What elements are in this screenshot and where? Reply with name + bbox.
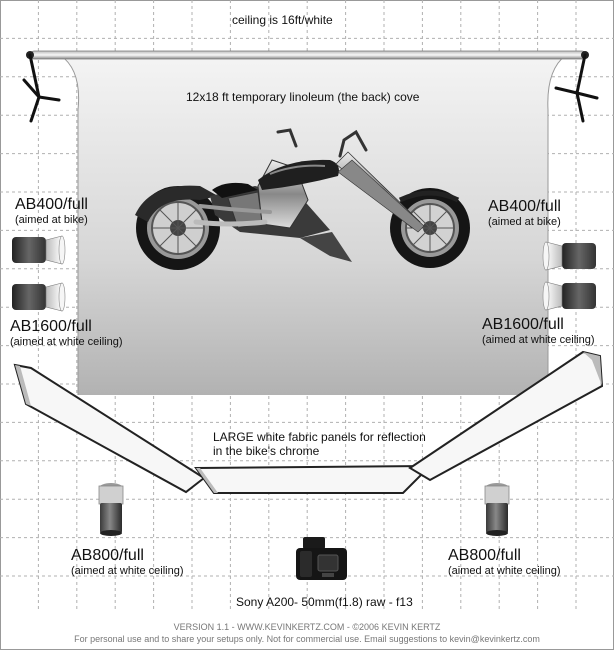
panels-label-line2: in the bike's chrome [213, 444, 320, 458]
fabric-panel-center [194, 464, 433, 494]
backdrop-label: 12x18 ft temporary linoleum (the back) c… [186, 90, 420, 104]
camera-icon [296, 537, 347, 580]
left-ab400-title: AB400/full [15, 196, 88, 213]
footer-version: VERSION 1.1 - WWW.KEVINKERTZ.COM - ©2006… [173, 622, 441, 632]
right-ab400-note: (aimed at bike) [488, 216, 561, 228]
right-ab800-note: (aimed at white ceiling) [448, 565, 561, 577]
camera-label: Sony A200- 50mm(f1.8) raw - f13 [236, 595, 413, 609]
fabric-panel-right [408, 350, 604, 482]
footer-terms: For personal use and to share your setup… [74, 634, 540, 644]
left-ab400-strobe [12, 235, 66, 265]
right-ab800-title: AB800/full [448, 547, 521, 564]
right-backdrop-stand [554, 53, 599, 123]
left-ab400-note: (aimed at bike) [15, 214, 88, 226]
right-ab800-strobe [484, 483, 510, 536]
fabric-panel-left [13, 363, 206, 494]
left-ab800-title: AB800/full [71, 547, 144, 564]
panels-label-line1: LARGE white fabric panels for reflection [213, 430, 426, 444]
ceiling-label: ceiling is 16ft/white [232, 13, 333, 27]
right-ab1600-strobe [542, 281, 596, 311]
right-ab400-title: AB400/full [488, 198, 561, 215]
motorcycle [135, 128, 470, 270]
left-ab800-strobe [98, 483, 124, 536]
backdrop-roller-rod [26, 50, 589, 60]
left-ab1600-note: (aimed at white ceiling) [10, 336, 123, 348]
left-ab1600-title: AB1600/full [10, 318, 92, 335]
left-backdrop-stand [22, 53, 61, 123]
left-ab800-note: (aimed at white ceiling) [71, 565, 184, 577]
right-ab400-strobe [542, 241, 596, 271]
right-ab1600-title: AB1600/full [482, 316, 564, 333]
right-ab1600-note: (aimed at white ceiling) [482, 334, 595, 346]
left-ab1600-strobe [12, 282, 66, 312]
